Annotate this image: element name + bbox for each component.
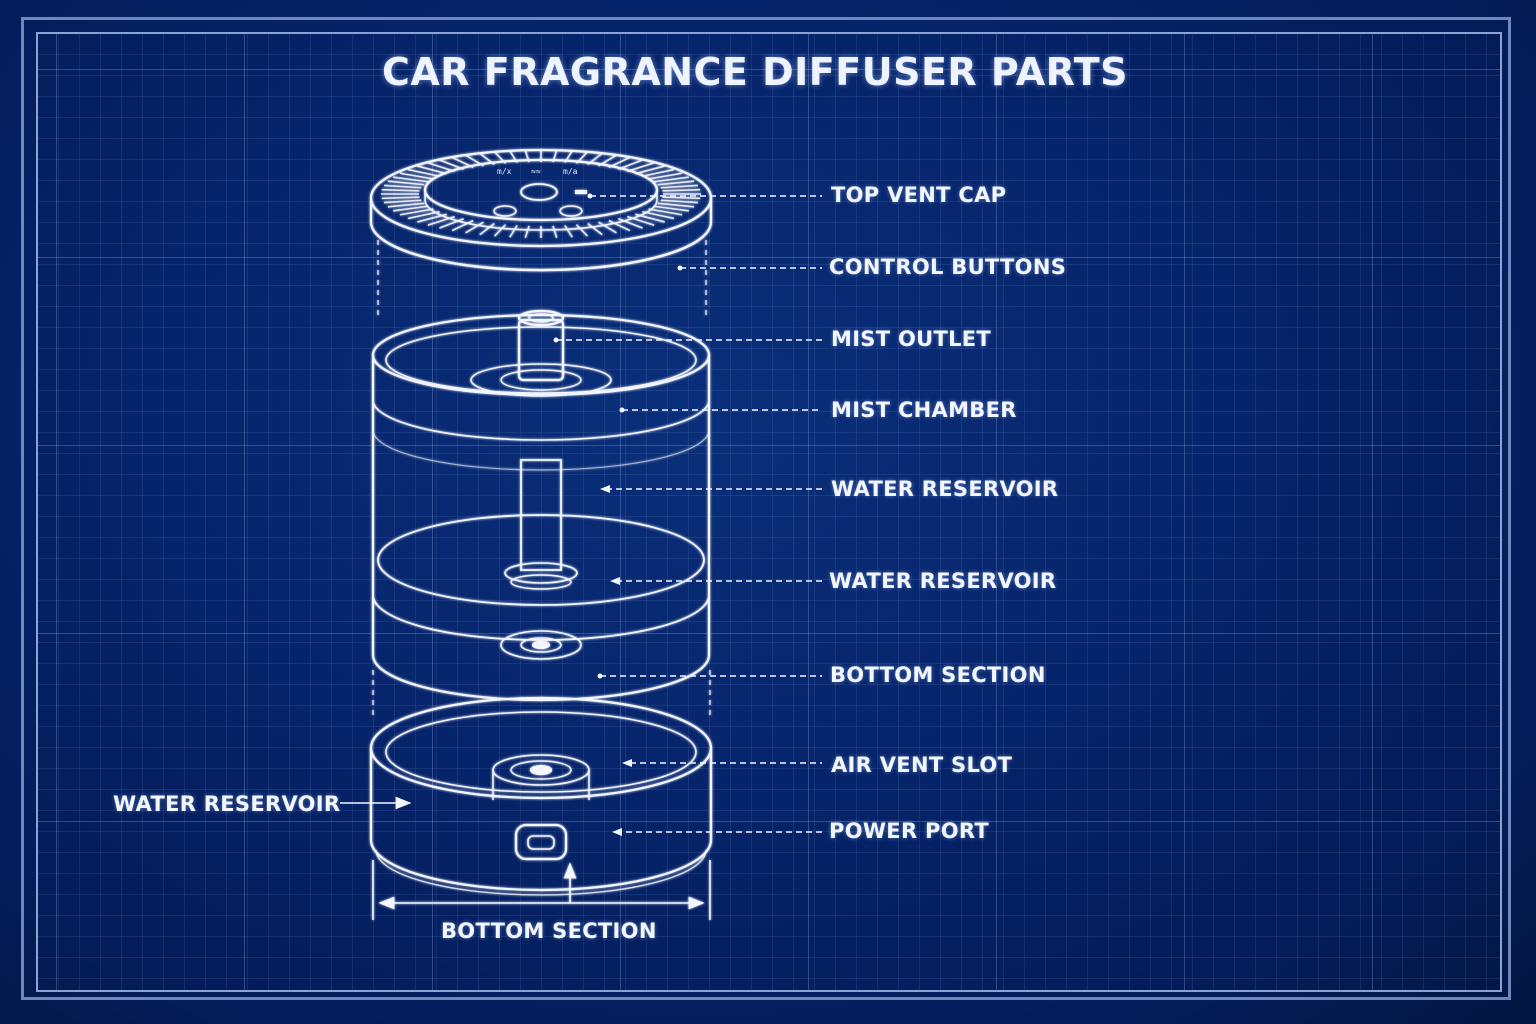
vent-slot xyxy=(627,162,655,173)
center-button xyxy=(520,183,558,201)
vent-slot xyxy=(493,151,507,164)
vent-slot xyxy=(407,210,440,220)
vent-slot xyxy=(642,210,675,220)
vent-slot xyxy=(407,168,440,178)
vent-slot xyxy=(627,215,655,226)
vent-slot xyxy=(608,219,631,232)
vent-slot xyxy=(564,150,573,164)
vent-slot xyxy=(587,152,603,166)
label-top-vent-cap: TOP VENT CAP xyxy=(831,183,1007,207)
label-power-port: POWER PORT xyxy=(829,819,990,843)
right-button xyxy=(559,205,583,217)
diagram-title: CAR FRAGRANCE DIFFUSER PARTS xyxy=(381,50,1129,94)
vent-slot xyxy=(381,188,420,192)
vent-slot xyxy=(635,165,665,175)
vent-slot xyxy=(657,202,695,208)
vent-slots xyxy=(381,149,701,239)
vent-slot xyxy=(509,150,518,164)
label-water-reservoir-left: WATER RESERVOIR xyxy=(113,792,341,816)
vent-slot xyxy=(384,199,422,204)
vent-slot xyxy=(509,224,518,238)
vent-slot xyxy=(662,196,701,200)
vent-slot xyxy=(618,159,643,171)
vent-slot xyxy=(451,156,474,169)
water-reservoir-part xyxy=(371,514,711,702)
bottom-section-part xyxy=(369,696,713,896)
vent-slot xyxy=(598,221,617,234)
vent-slot xyxy=(598,154,617,167)
blueprint-grid xyxy=(36,32,1502,992)
mist-outlet-part xyxy=(504,309,578,590)
label-air-vent-slot: AIR VENT SLOT xyxy=(831,753,1013,777)
vent-slot xyxy=(465,221,484,234)
outer-frame xyxy=(21,17,1511,1000)
vent-slot xyxy=(451,219,474,232)
vent-slot xyxy=(387,180,425,186)
vent-slot xyxy=(439,217,464,229)
left-button xyxy=(493,205,517,217)
vent-slot xyxy=(648,172,683,180)
vent-slot xyxy=(399,208,434,216)
vent-slot xyxy=(417,165,447,175)
vent-slot xyxy=(660,184,698,189)
vent-slot xyxy=(427,215,455,226)
vent-slot xyxy=(427,162,455,173)
label-mist-outlet: MIST OUTLET xyxy=(831,327,992,351)
vent-slot xyxy=(657,180,695,186)
vent-slot xyxy=(575,151,589,164)
vent-slot xyxy=(393,205,429,212)
vent-slot xyxy=(653,176,689,183)
label-bottom-section: BOTTOM SECTION xyxy=(830,663,1046,687)
vent-slot xyxy=(439,159,464,171)
label-bottom-section-dimension: BOTTOM SECTION xyxy=(441,919,657,943)
dimension-line xyxy=(372,860,711,920)
label-water-reservoir-2: WATER RESERVOIR xyxy=(829,569,1057,593)
vent-slot xyxy=(381,196,420,200)
label-control-buttons: CONTROL BUTTONS xyxy=(829,255,1067,279)
vent-slot xyxy=(660,199,698,204)
cap-mark-2: ≈≈ xyxy=(531,167,541,176)
vent-slot xyxy=(552,225,558,239)
vent-slot xyxy=(465,154,484,167)
power-port-shape xyxy=(514,823,568,861)
cap-mark-1: m/x xyxy=(497,167,512,176)
vent-slot xyxy=(635,213,665,223)
vent-slot xyxy=(564,224,573,238)
vent-slot xyxy=(393,176,429,183)
mist-chamber-part xyxy=(371,313,711,655)
vent-slot xyxy=(524,149,530,163)
vent-slot xyxy=(479,152,495,166)
vent-slot xyxy=(387,202,425,208)
label-water-reservoir-1: WATER RESERVOIR xyxy=(831,477,1059,501)
vent-slot xyxy=(384,184,422,189)
vent-slot xyxy=(618,217,643,229)
vent-slot xyxy=(399,172,434,180)
vent-slot xyxy=(479,222,495,236)
vent-slot xyxy=(552,149,558,163)
vent-slot xyxy=(648,208,683,216)
vent-slot xyxy=(575,224,589,237)
vent-slot xyxy=(417,213,447,223)
vent-slot xyxy=(493,224,507,237)
vent-slot xyxy=(524,225,530,239)
vent-slot xyxy=(608,156,631,169)
vent-slot xyxy=(653,205,689,212)
label-mist-chamber: MIST CHAMBER xyxy=(831,398,1017,422)
vent-slot xyxy=(662,188,701,192)
vent-slot xyxy=(642,168,675,178)
cap-mark-3: m/a xyxy=(563,167,578,176)
top-vent-cap-part xyxy=(369,148,713,272)
vent-slot xyxy=(587,222,603,236)
